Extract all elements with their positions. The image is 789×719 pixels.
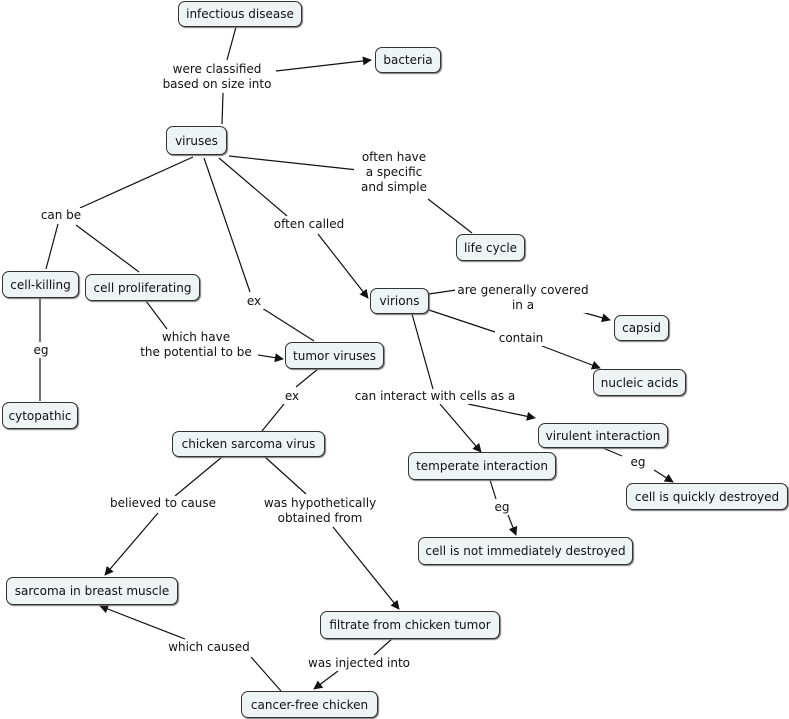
concept-cytopathic[interactable]: cytopathic (2, 402, 78, 429)
link-potential-line2: the potential to be (140, 345, 252, 359)
line-cancerfree-whichcaused (250, 656, 282, 692)
line-viruses-canbe (79, 156, 194, 209)
concept-capsid[interactable]: capsid (614, 315, 669, 341)
link-interact: can interact with cells as a (351, 389, 519, 404)
link-injected: was injected into (304, 656, 414, 671)
line-viruses-oftencalled (218, 157, 288, 217)
line-chicken-believed (174, 456, 223, 497)
line-oftencalled-virions (317, 233, 369, 299)
link-ex-tumor: ex (243, 294, 265, 309)
link-believed: believed to cause (106, 496, 220, 511)
concept-viruses[interactable]: viruses (166, 126, 227, 155)
line-oftenhave-lifecycle (427, 198, 473, 234)
link-were-classified: were classified based on size into (161, 62, 273, 92)
link-obtained-line1: was hypothetically (263, 496, 377, 510)
concept-cell-proliferating[interactable]: cell proliferating (85, 274, 200, 301)
concept-cell-not-destroyed[interactable]: cell is not immediately destroyed (418, 537, 633, 565)
line-canbe-cellproliferating (75, 224, 140, 273)
link-eg-temperate: eg (491, 500, 513, 515)
concept-filtrate-chicken-tumor[interactable]: filtrate from chicken tumor (320, 611, 500, 639)
line-filtrate-injected (373, 637, 394, 656)
link-obtained-line2: obtained from (277, 511, 363, 525)
concept-life-cycle[interactable]: life cycle (456, 234, 525, 261)
line-ex-tumorviruses (261, 307, 315, 342)
concept-cell-quickly-destroyed[interactable]: cell is quickly destroyed (626, 483, 788, 510)
line-canbe-cellkilling (45, 223, 59, 270)
link-covered-line2: in a (511, 298, 535, 312)
concept-nucleic-acids[interactable]: nucleic acids (593, 369, 686, 396)
concept-sarcoma-breast-muscle[interactable]: sarcoma in breast muscle (6, 577, 178, 605)
link-which-caused: which caused (164, 640, 254, 655)
line-virions-covered (428, 289, 457, 295)
concept-bacteria[interactable]: bacteria (375, 47, 441, 73)
line-tumorviruses-ex (295, 368, 319, 388)
concept-tumor-viruses[interactable]: tumor viruses (285, 342, 384, 369)
line-virions-interact (411, 313, 434, 390)
line-eg-notdestroyed (507, 514, 518, 536)
line-temperate-eg (489, 479, 497, 500)
concept-infectious-disease[interactable]: infectious disease (178, 1, 302, 27)
link-covered: are generally covered in a (455, 283, 591, 313)
line-classified-bacteria (275, 56, 372, 72)
line-viruses-ex (203, 157, 251, 293)
line-virulent-eg (602, 447, 623, 457)
concept-cancer-free-chicken[interactable]: cancer-free chicken (241, 691, 378, 718)
concept-virulent-interaction[interactable]: virulent interaction (538, 423, 668, 448)
concept-virions[interactable]: virions (370, 288, 429, 314)
line-contain-nucleicacids (541, 345, 601, 370)
link-contain: contain (495, 331, 547, 346)
link-obtained: was hypothetically obtained from (260, 496, 380, 526)
line-obtained-filtrate (332, 526, 400, 610)
line-disease-classified (226, 26, 237, 61)
link-often-have-line1: often have (361, 150, 427, 164)
line-ex-chickensarcoma (261, 403, 285, 432)
line-chicken-obtained (264, 456, 307, 495)
link-were-classified-line1: were classified (172, 62, 262, 76)
link-often-have-line2: a specific (365, 165, 423, 179)
link-potential-line1: which have (161, 330, 231, 344)
line-viruses-oftenhave (228, 155, 359, 171)
line-virions-contain (428, 309, 496, 333)
line-whichcaused-sarcoma (99, 604, 186, 640)
line-interact-virulent (467, 403, 536, 421)
line-cellproliferating-potential (145, 300, 168, 330)
link-can-be: can be (38, 208, 84, 223)
link-potential: which have the potential to be (134, 330, 258, 360)
line-eg-quicklydestroyed (653, 469, 674, 483)
link-were-classified-line2: based on size into (162, 77, 272, 91)
line-classified-viruses (221, 92, 224, 125)
link-often-have: often have a specific and simple (354, 150, 434, 195)
concept-chicken-sarcoma-virus[interactable]: chicken sarcoma virus (172, 431, 325, 457)
line-injected-cancerfree (313, 670, 339, 690)
line-interact-temperate (439, 403, 482, 453)
link-covered-line1: are generally covered (457, 283, 589, 297)
link-eg-cytopathic: eg (30, 343, 52, 358)
link-ex-chicken: ex (281, 389, 303, 404)
concept-temperate-interaction[interactable]: temperate interaction (408, 452, 556, 480)
link-often-called: often called (270, 217, 348, 232)
concept-cell-killing[interactable]: cell-killing (2, 271, 79, 298)
link-often-have-line3: and simple (361, 180, 427, 194)
link-eg-virulent: eg (627, 455, 649, 470)
line-believed-sarcoma (104, 512, 159, 576)
